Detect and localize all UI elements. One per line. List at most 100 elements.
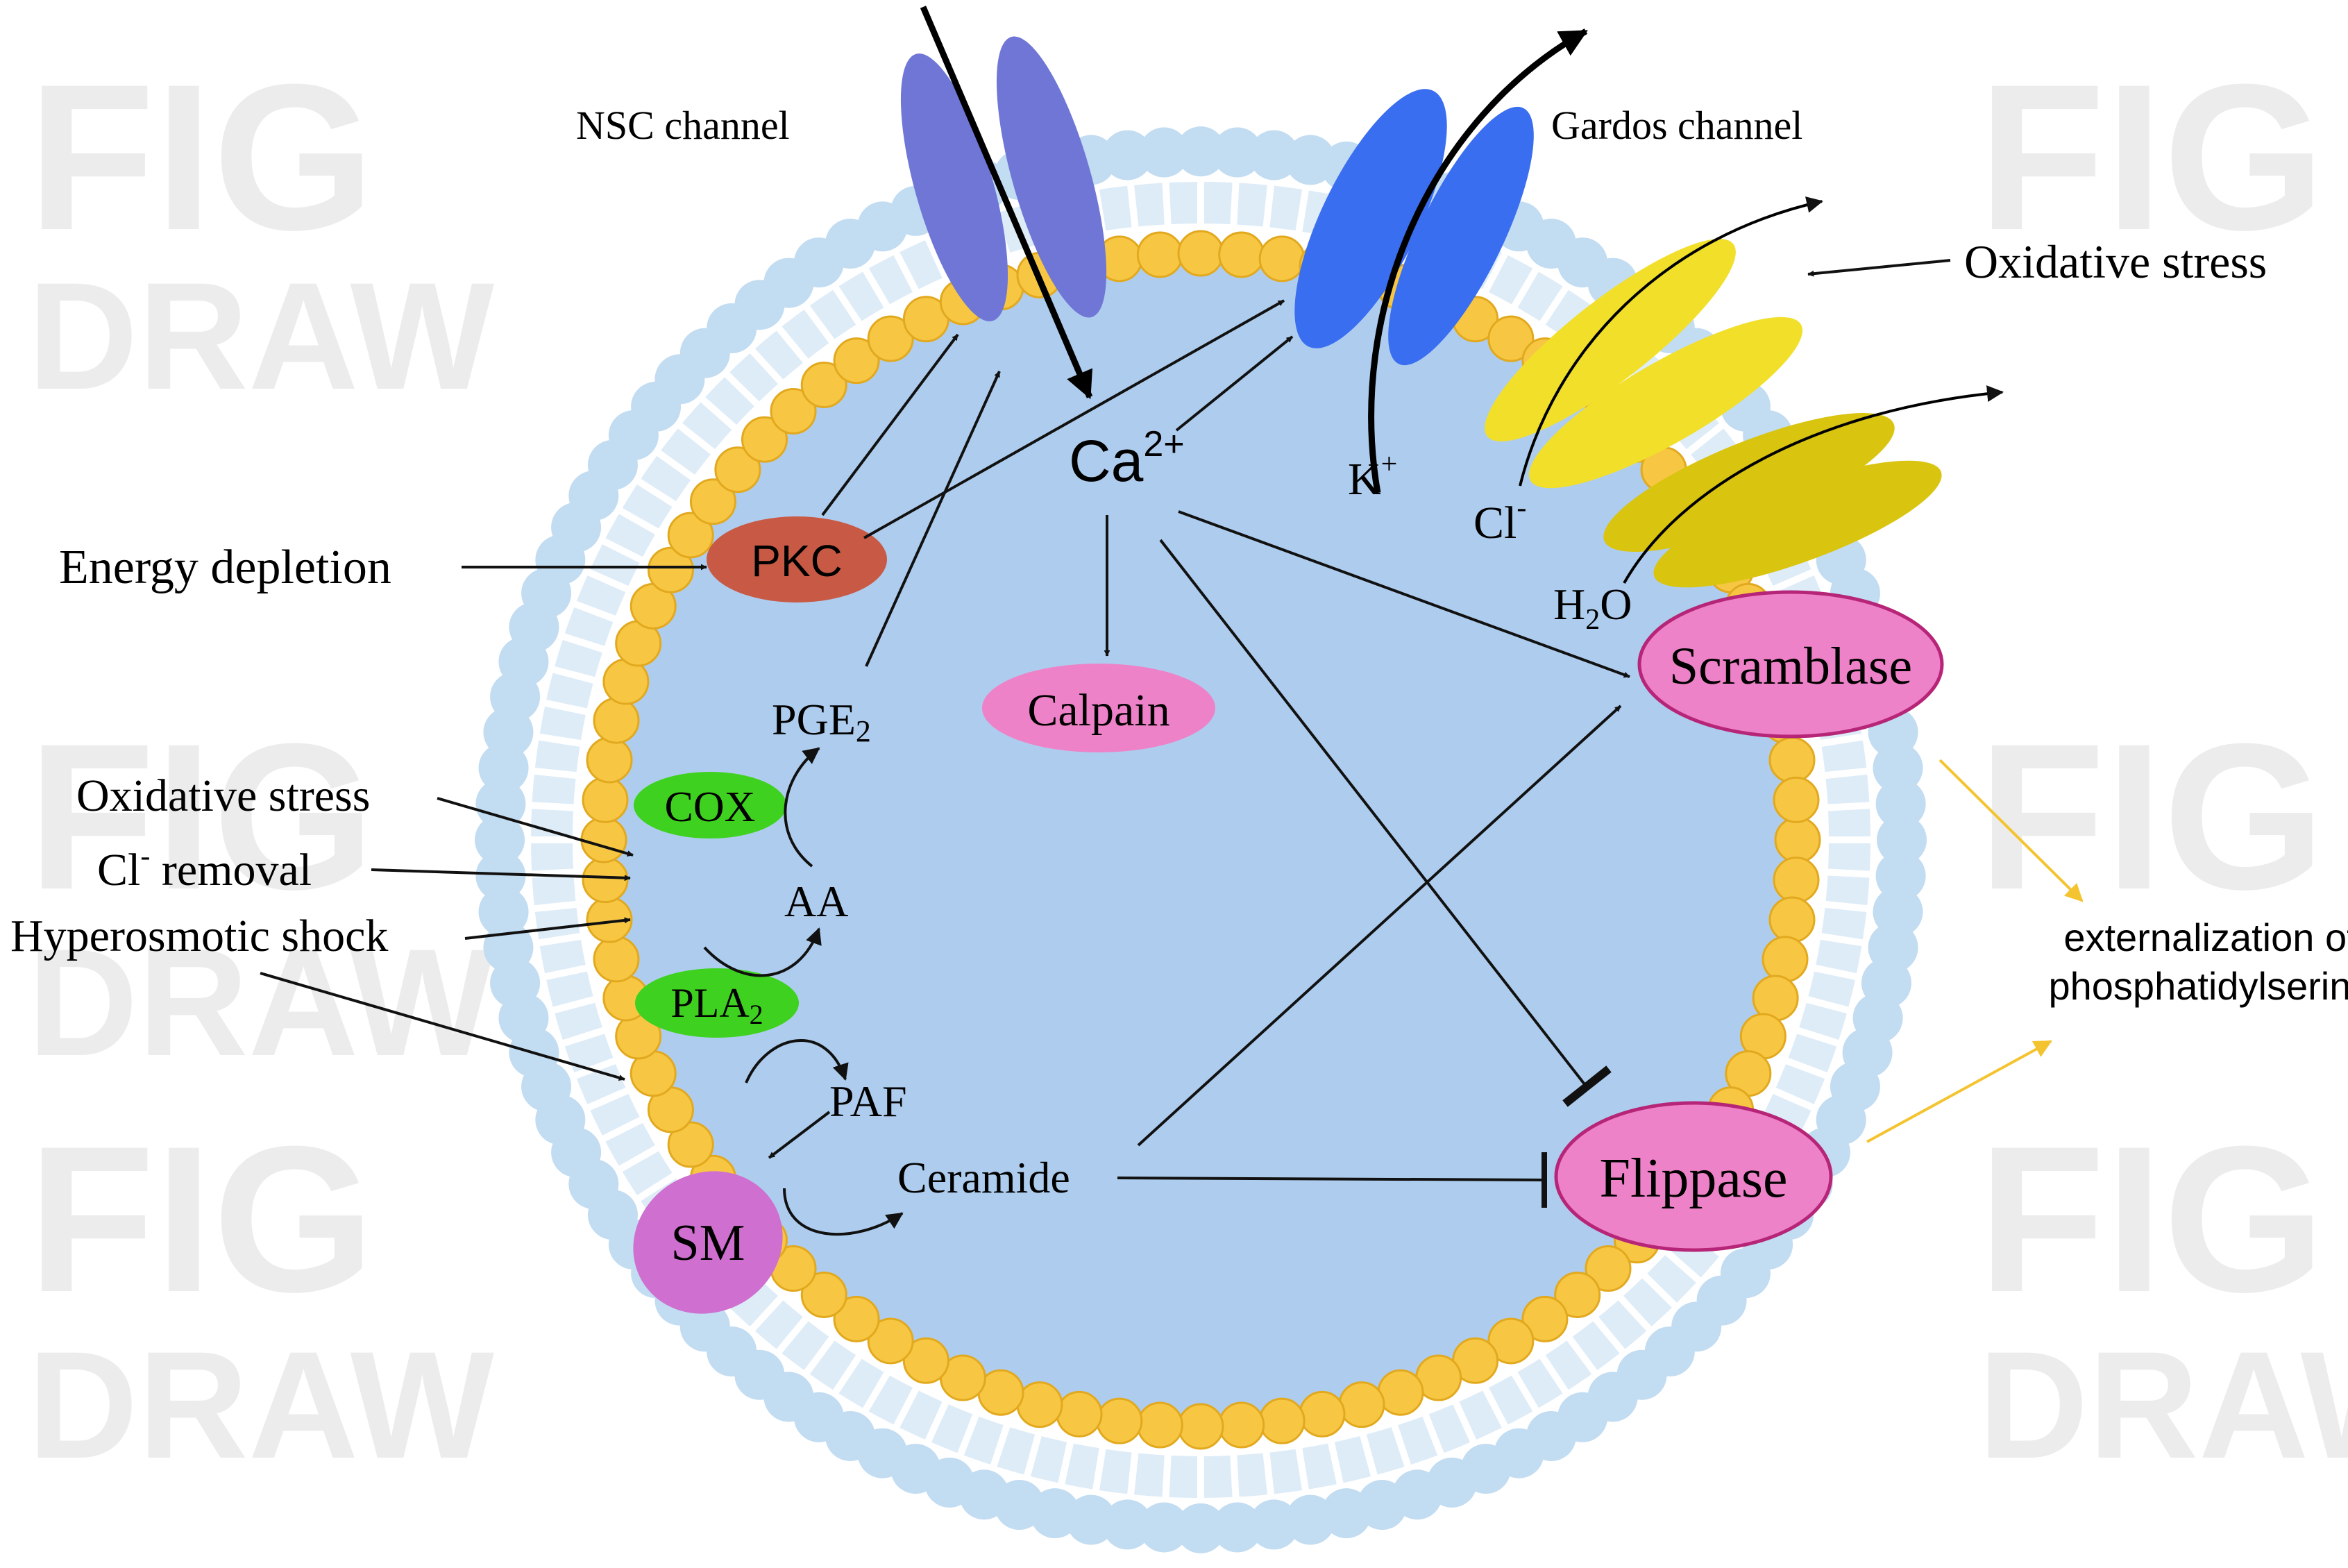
outer-lipid-head <box>1139 1502 1190 1553</box>
watermark-text: DRAW <box>28 251 494 421</box>
lipid-tail <box>1811 899 1875 913</box>
lipid-tail <box>1784 1022 1846 1049</box>
cox-shape <box>634 772 786 838</box>
inner-lipid-head <box>1487 315 1535 362</box>
ps-externalization-arrow-2 <box>1866 1040 2052 1143</box>
inner-lipid-head <box>593 936 640 983</box>
lipid-tail <box>1793 993 1856 1015</box>
k-efflux-arrow <box>1368 28 1588 494</box>
calcium-to-gardos-arrow <box>1175 335 1294 432</box>
inner-lipid-head <box>1299 1390 1346 1438</box>
lipid-tail <box>695 392 747 439</box>
calpain-shape <box>982 664 1215 752</box>
inner-lipid-head <box>1177 230 1224 277</box>
inner-lipid-head <box>741 416 788 463</box>
ps-externalization-arrow-1 <box>1939 759 2084 902</box>
lipid-tail <box>859 262 897 319</box>
lipid-tail <box>1675 419 1729 463</box>
energy-depletion-label: Energy depletion <box>59 541 391 594</box>
lipid-tail <box>581 566 641 598</box>
inner-lipid-head <box>1585 1245 1632 1292</box>
inner-lipid-head <box>586 736 633 784</box>
calcium-inhibits-flippase-line <box>1159 539 1586 1086</box>
pla2-label: PLA2 <box>670 980 763 1030</box>
nsc-channel <box>900 36 1107 321</box>
ca-influx-arrow <box>920 6 1093 400</box>
outer-lipid-head <box>1249 1499 1299 1550</box>
inner-lipid-head <box>770 387 817 435</box>
lipid-tail <box>673 419 726 463</box>
lipid-tail <box>1447 1389 1480 1449</box>
inner-lipid-head <box>833 337 880 385</box>
paf-label: PAF <box>829 1077 907 1126</box>
inner-lipid-head <box>1056 1390 1103 1438</box>
oxidative-stress-top-arrow <box>1807 259 1951 277</box>
inner-lipid-head <box>1218 1401 1265 1449</box>
lipid-tail <box>954 1401 984 1462</box>
inner-lipid-head <box>1768 736 1816 784</box>
calpain-enzyme: Calpain <box>982 664 1215 752</box>
lipid-tail <box>1022 1422 1045 1483</box>
lipid-tail <box>1532 280 1573 336</box>
lipid-tail <box>1609 1285 1657 1336</box>
pkc-shape <box>707 516 887 602</box>
hyperosmotic-shock-label: Hyperosmotic shock <box>10 911 388 961</box>
inner-lipid-head <box>667 512 714 559</box>
inner-lipid-head <box>593 697 640 744</box>
inner-lipid-head <box>800 1271 847 1318</box>
outer-lipid-head <box>475 815 525 865</box>
lipid-tail <box>1161 176 1172 238</box>
lipid-tail <box>596 1111 655 1145</box>
lipid-tail <box>613 1138 671 1176</box>
inner-lipid-head <box>867 1317 914 1365</box>
watermark-text: FIG <box>1978 40 2325 273</box>
flippase-enzyme: Flippase <box>1554 1101 1833 1252</box>
lipid-tail <box>1261 178 1275 241</box>
lipid-tail <box>922 231 954 291</box>
inner-lipid-head <box>1768 896 1816 943</box>
inner-lipid-head <box>1521 1295 1569 1342</box>
lipid-tail <box>1505 262 1542 319</box>
inner-lipid-head <box>667 1121 714 1168</box>
outer-lipid-head <box>1249 130 1299 180</box>
inner-lipid-head <box>647 546 694 593</box>
inner-lipid-head <box>689 478 736 525</box>
oxidative-stress-left-arrow <box>437 797 634 857</box>
lipid-tail <box>631 1165 688 1205</box>
ceramide-label: Ceramide <box>897 1153 1070 1202</box>
inner-lipid-head <box>1773 857 1820 904</box>
ps-externalization-label-line2: phosphatidylserine <box>2049 964 2348 1008</box>
inner-lipid-head <box>1554 1271 1601 1318</box>
watermark-text: DRAW <box>28 1320 494 1490</box>
lipid-tail <box>720 367 769 416</box>
calpain-label: Calpain <box>1027 685 1169 736</box>
flippase-shape <box>1554 1101 1833 1252</box>
flippase-label: Flippase <box>1599 1148 1787 1209</box>
lipid-tail <box>1807 732 1870 749</box>
lipid-tail <box>1585 1306 1630 1359</box>
lipid-tail <box>1417 1401 1447 1462</box>
lipid-tail <box>1807 931 1870 947</box>
lipid-tail <box>556 1022 618 1049</box>
h2o-efflux-arrow <box>1623 385 2004 584</box>
ps-externalization-label-line1: externalization of <box>2063 916 2348 959</box>
lipid-tail <box>538 961 601 981</box>
inner-lipid-head <box>1762 936 1809 983</box>
hyperosmotic-shock-arrow-1 <box>464 917 631 940</box>
lipid-tail <box>527 766 591 781</box>
lipid-tail <box>556 631 618 657</box>
watermark-text: FIG <box>28 40 375 273</box>
scramblase-enzyme: Scramblase <box>1637 590 1944 739</box>
lipid-tail <box>1261 1439 1275 1501</box>
lipid-tail <box>1559 1326 1602 1380</box>
cox-enzyme: COX <box>634 772 786 838</box>
lipid-tail <box>567 598 629 627</box>
lipid-tail <box>829 1344 870 1399</box>
inner-lipid-head <box>1258 235 1306 283</box>
inner-lipid-head <box>800 362 847 409</box>
pla2-to-paf-curve <box>745 1039 849 1084</box>
inner-lipid-head <box>1218 231 1265 278</box>
inner-lipid-head <box>1773 776 1820 823</box>
